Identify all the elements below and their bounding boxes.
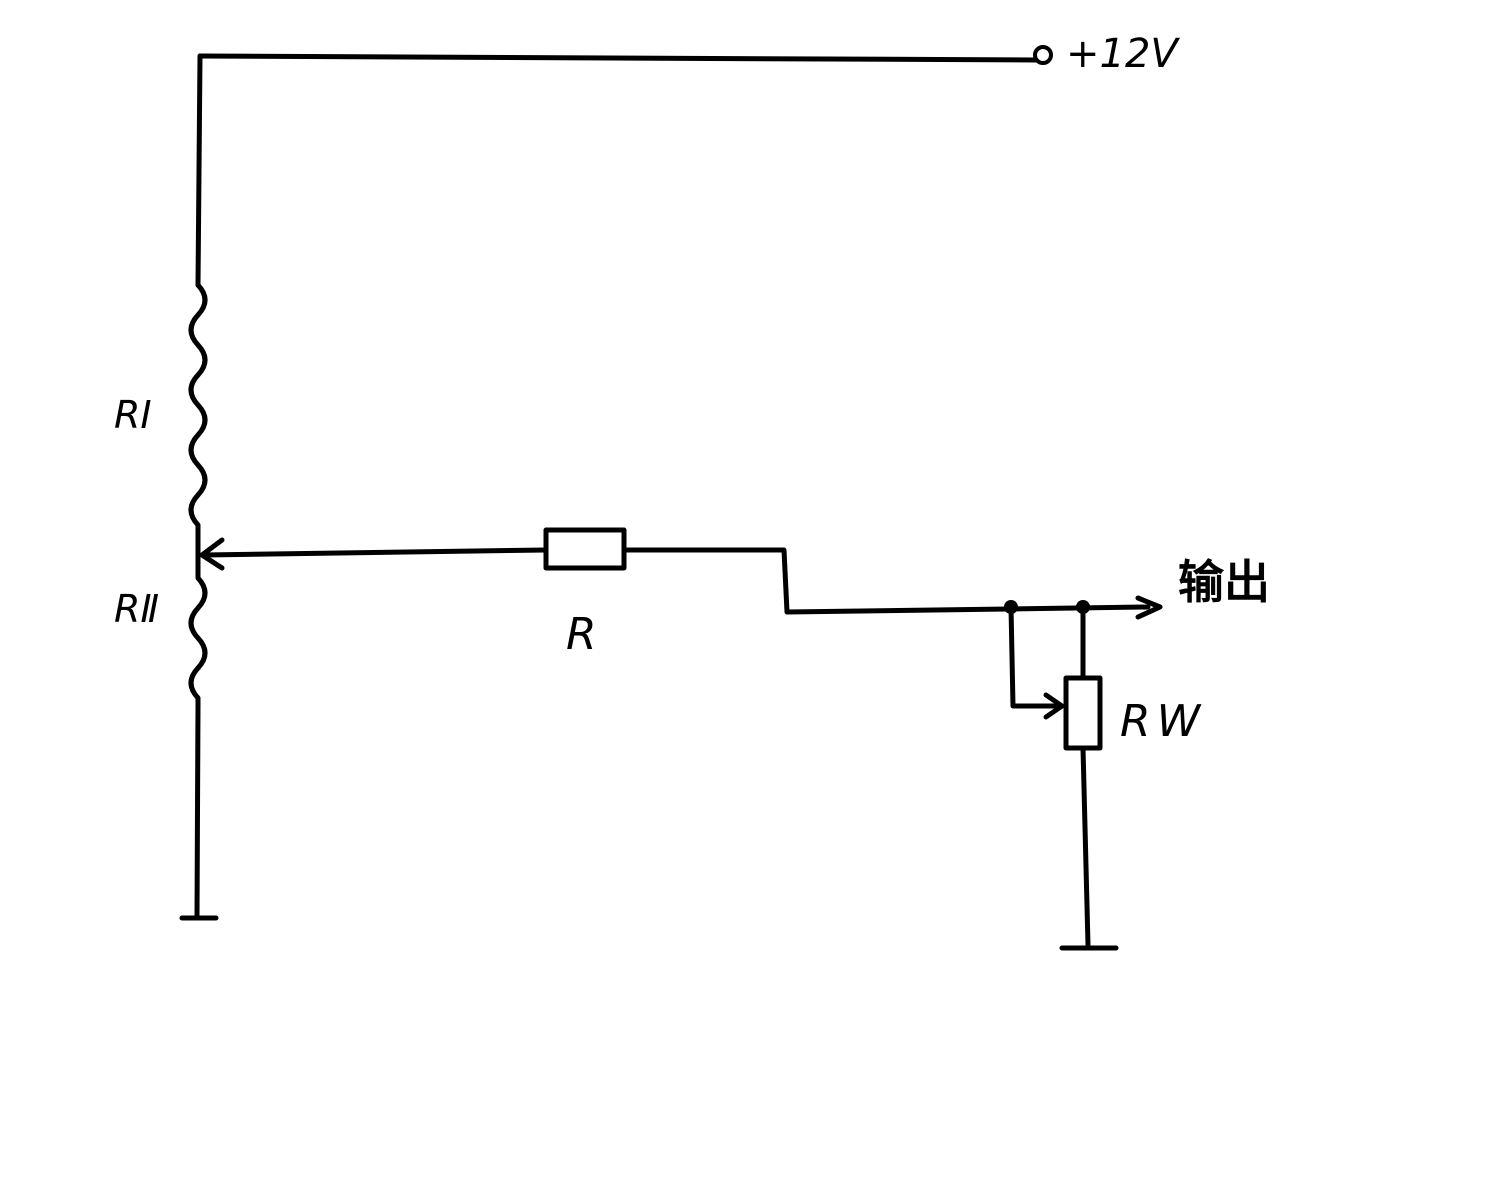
rw-label: RW (1120, 696, 1206, 747)
r2-label: RⅡ (114, 587, 159, 631)
supply-label: +12V (1066, 31, 1180, 77)
r-right-wire (621, 547, 1151, 615)
output-label: 输出 (1178, 555, 1270, 609)
r1-potentiometer-upper-coil (188, 282, 208, 555)
rw-bottom-wire (1080, 745, 1091, 948)
left-upper-wire (195, 53, 203, 288)
supply-rail-wire (197, 53, 1039, 63)
rw-wiper-wire (1008, 604, 1063, 709)
wiper-arrowhead (199, 537, 225, 571)
wiper-wire (201, 547, 549, 558)
r1-label: RⅠ (114, 393, 152, 437)
resistor-r-label: R (566, 609, 597, 660)
resistor-r-body (543, 527, 627, 571)
output-arrowhead (1135, 595, 1163, 620)
supply-terminal (1033, 45, 1053, 65)
rheostat-rw-body (1063, 675, 1103, 751)
left-lower-wire (194, 702, 201, 919)
rw-wiper-arrowhead (1043, 692, 1065, 720)
r2-potentiometer-lower-coil (188, 549, 208, 708)
